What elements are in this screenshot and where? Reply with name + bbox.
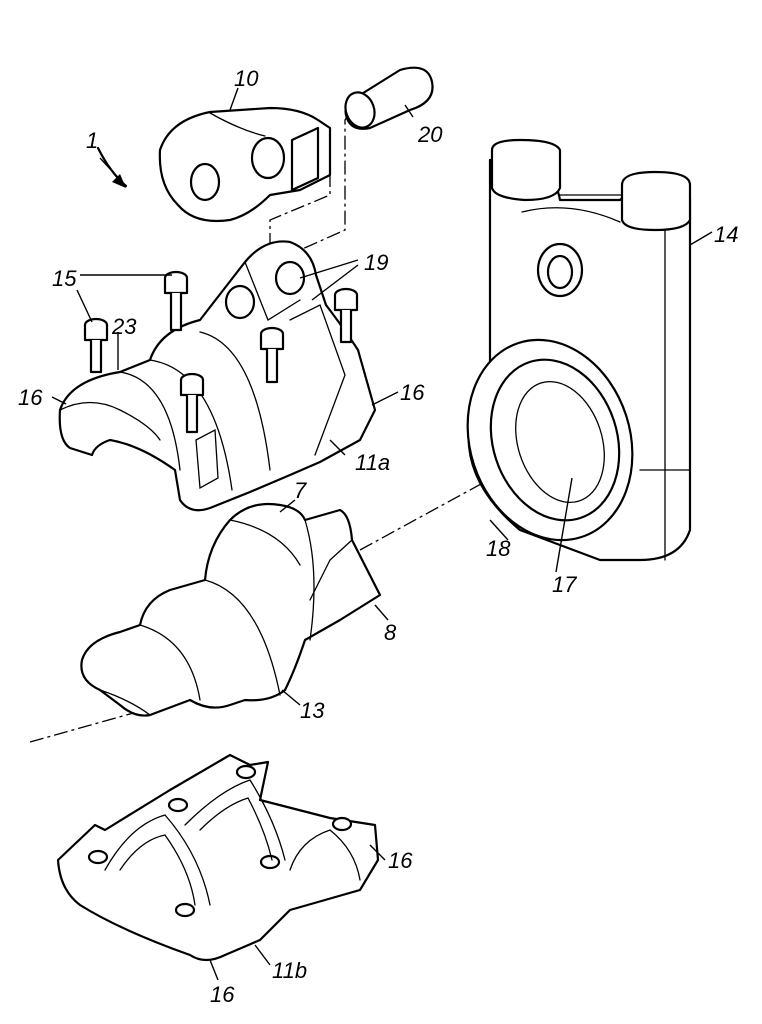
label-rod: 14: [714, 222, 738, 247]
label-bolts: 15: [52, 266, 77, 291]
label-fork: 19: [364, 250, 388, 275]
label-pin: 20: [417, 122, 443, 147]
upper-bearing-part: [58, 240, 377, 512]
assembly-arrowhead: [112, 174, 126, 188]
label-rocker: 10: [234, 66, 259, 91]
bolt: [259, 326, 285, 384]
label-ends-lower-bottom: 16: [210, 982, 235, 1007]
rocker-arm-part: [158, 106, 332, 223]
pin-part: [344, 66, 434, 130]
label-collar: 13: [300, 698, 325, 723]
lower-bearing-part: [56, 753, 380, 962]
label-cap: 23: [111, 314, 137, 339]
label-lobe: 7: [294, 478, 307, 503]
bolt: [83, 317, 109, 374]
label-assembly: 1: [86, 128, 98, 153]
label-flat: 8: [384, 620, 397, 645]
bolts-part: [83, 270, 359, 434]
label-ends-lower-right: 16: [388, 848, 413, 873]
camshaft-part: [80, 502, 382, 717]
connecting-rod-part: [466, 138, 692, 562]
label-ends-upper-right: 16: [400, 380, 425, 405]
label-ends-upper-left: 16: [18, 385, 43, 410]
bolt: [333, 287, 359, 344]
bolt: [163, 270, 189, 332]
label-bearing-upper: 11a: [355, 450, 390, 475]
label-rim: 18: [486, 536, 511, 561]
label-bore: 17: [552, 572, 577, 597]
label-bearing-lower: 11b: [272, 958, 307, 983]
bolt: [179, 372, 205, 434]
